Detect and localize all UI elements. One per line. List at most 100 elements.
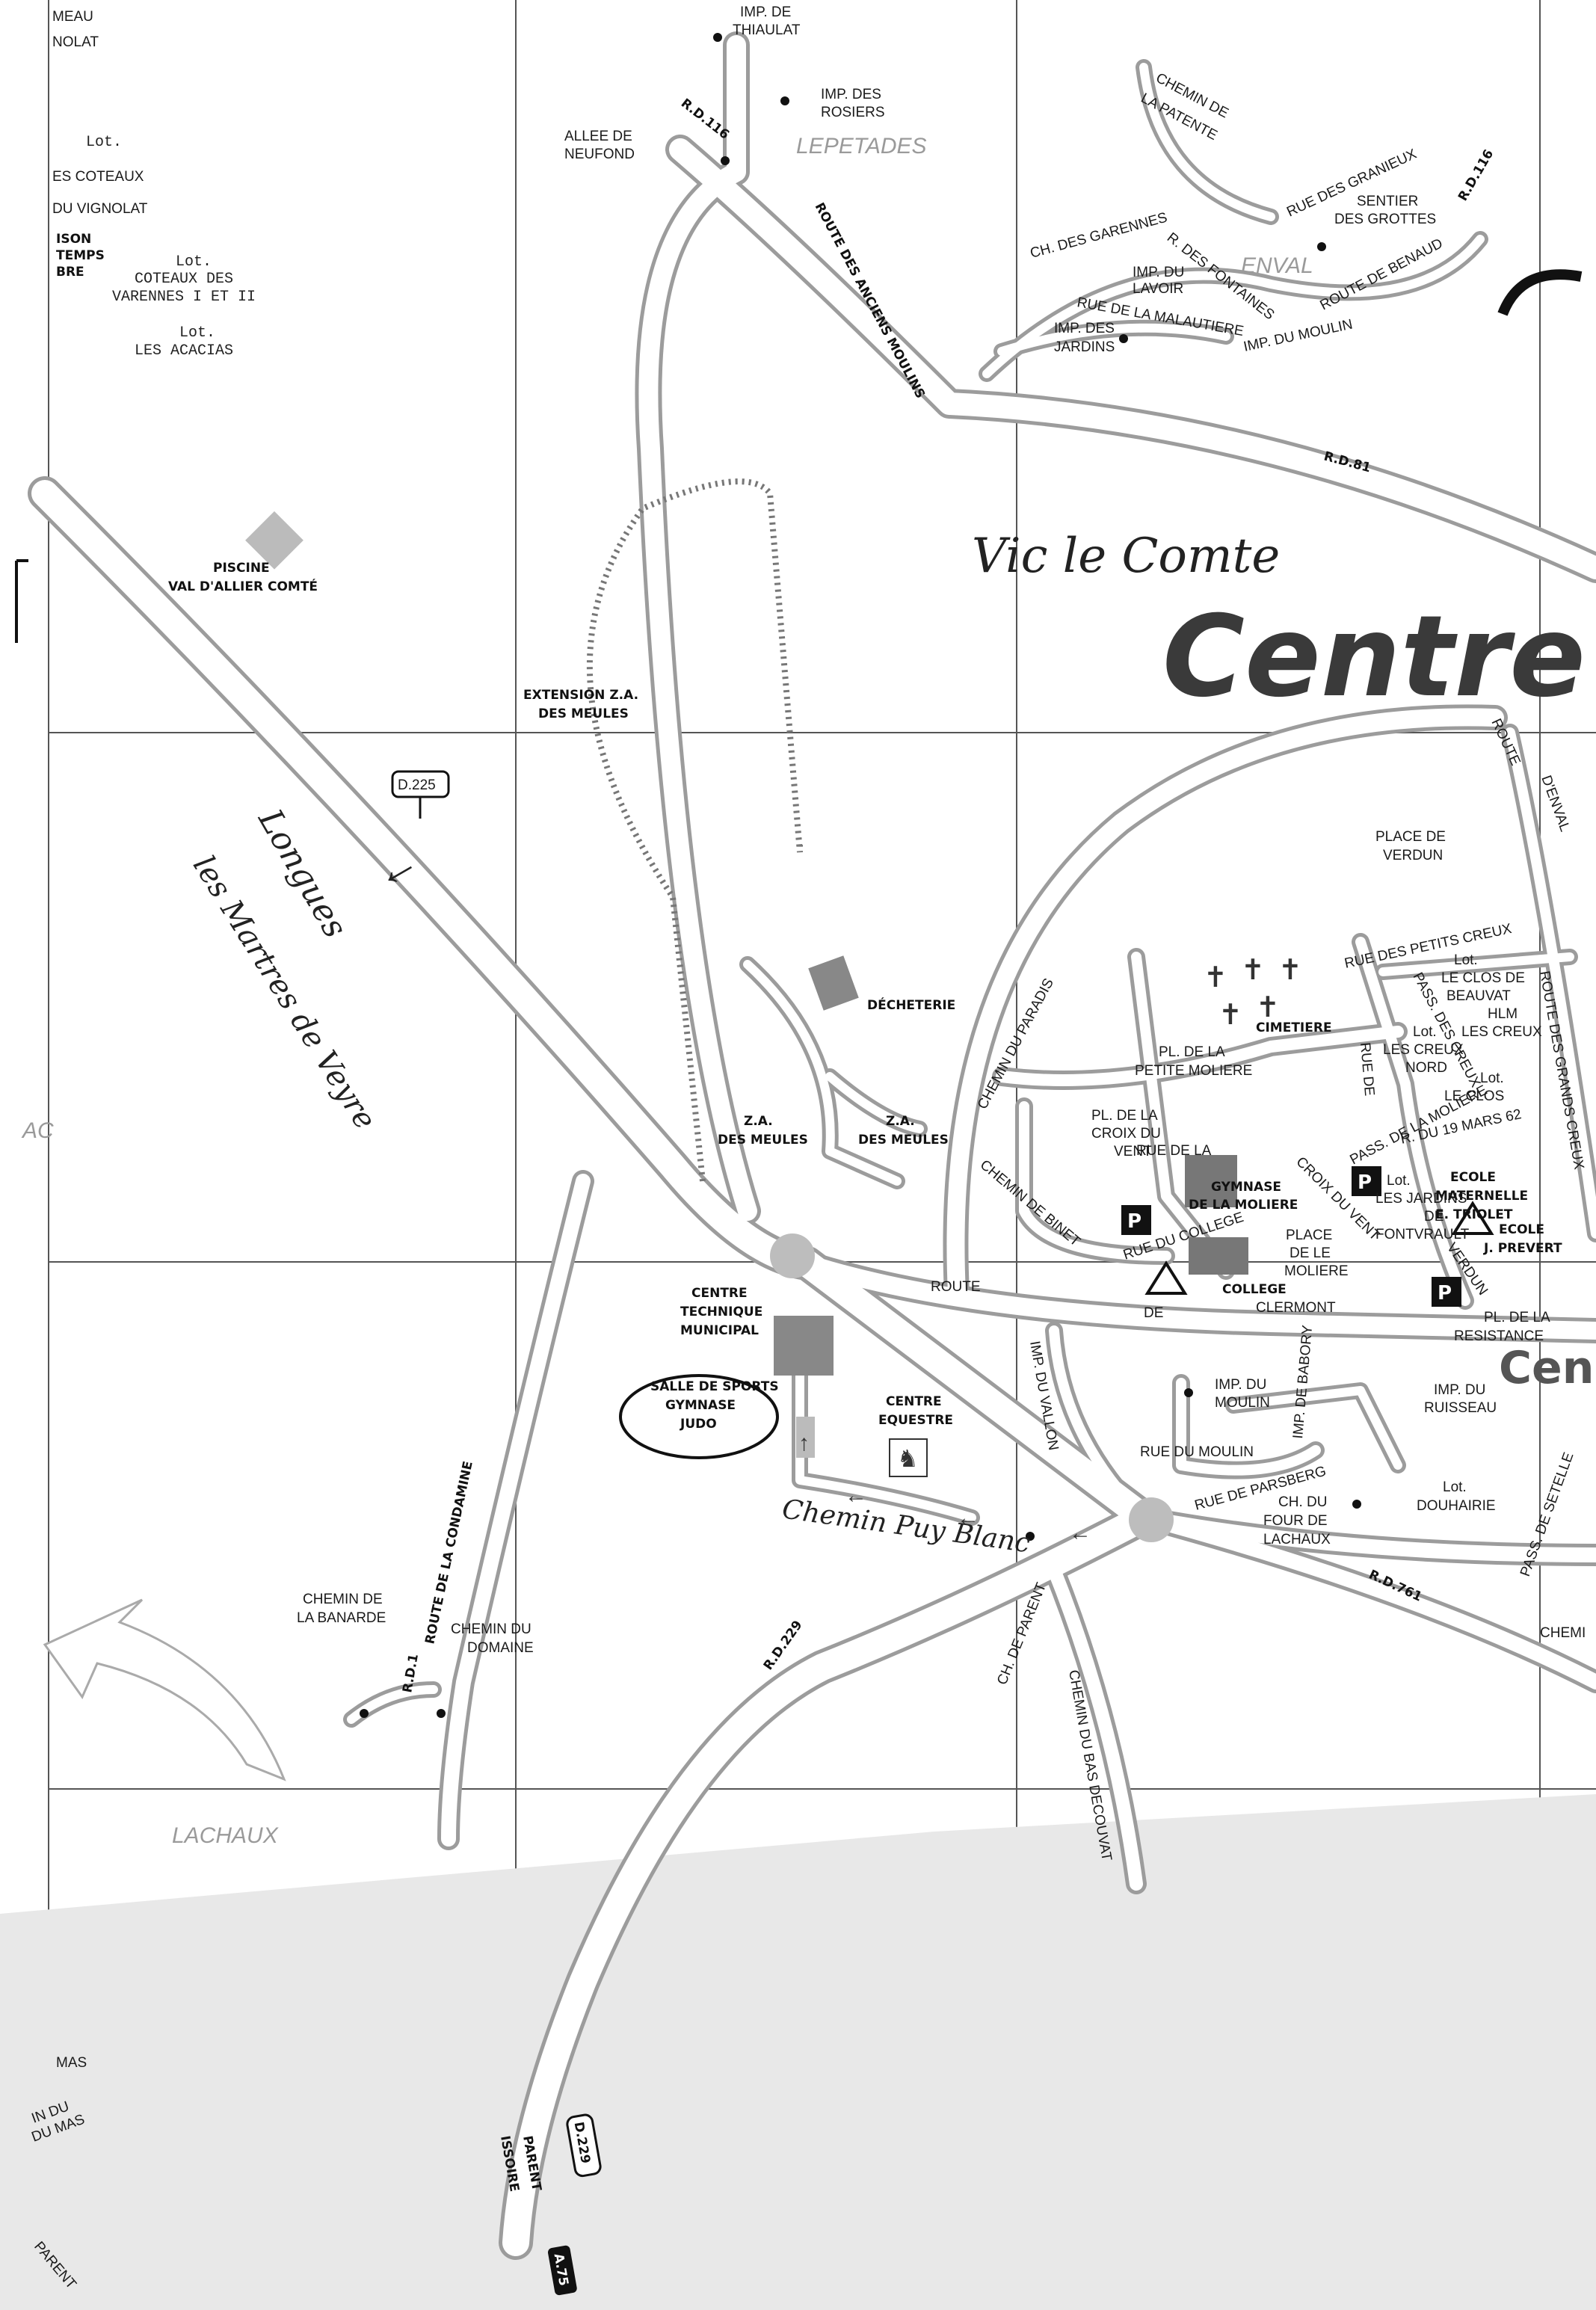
- svg-text:MATERNELLE: MATERNELLE: [1435, 1189, 1528, 1204]
- svg-text:DES GROTTES: DES GROTTES: [1334, 212, 1436, 227]
- svg-text:DE: DE: [1144, 1305, 1163, 1321]
- d229-shield: D.229: [566, 2113, 602, 2178]
- svg-text:✝: ✝: [1256, 992, 1280, 1023]
- svg-text:Lot.: Lot.: [1480, 1071, 1504, 1086]
- svg-text:Lot.: Lot.: [86, 134, 122, 151]
- svg-text:VARENNES I ET II: VARENNES I ET II: [112, 289, 256, 306]
- svg-text:COLLEGE: COLLEGE: [1222, 1282, 1287, 1297]
- svg-text:DOUHAIRIE: DOUHAIRIE: [1417, 1498, 1496, 1514]
- svg-text:ALLEE DE: ALLEE DE: [564, 129, 632, 144]
- svg-text:RESISTANCE: RESISTANCE: [1454, 1328, 1544, 1344]
- salle-sports-marker: [796, 1417, 815, 1458]
- svg-text:←: ←: [1069, 1521, 1091, 1545]
- svg-text:PL. DE LA: PL. DE LA: [1091, 1108, 1158, 1124]
- edge-arc: [1497, 269, 1583, 316]
- svg-text:NEUFOND: NEUFOND: [564, 147, 635, 162]
- svg-text:DOMAINE: DOMAINE: [467, 1640, 534, 1656]
- svg-text:LES ACACIAS: LES ACACIAS: [135, 342, 233, 360]
- svg-text:CHEMI: CHEMI: [1540, 1625, 1586, 1641]
- svg-text:CENTRE: CENTRE: [886, 1394, 942, 1409]
- svg-text:✝: ✝: [1204, 962, 1227, 994]
- svg-text:Lot.: Lot.: [1443, 1479, 1467, 1495]
- svg-text:RUE DE LA: RUE DE LA: [1136, 1143, 1212, 1159]
- area-lachaux: LACHAUX: [172, 1823, 279, 1848]
- svg-text:LA BANARDE: LA BANARDE: [297, 1610, 386, 1626]
- svg-text:Lot.: Lot.: [1454, 952, 1478, 968]
- svg-text:DE: DE: [1424, 1209, 1444, 1225]
- svg-text:DE LE: DE LE: [1290, 1245, 1331, 1261]
- parking-sign: P P P: [1121, 1166, 1461, 1307]
- svg-text:IMP. DES: IMP. DES: [1054, 321, 1115, 336]
- piscine-building: [245, 511, 304, 570]
- svg-text:CH. DU: CH. DU: [1278, 1494, 1327, 1510]
- svg-text:CHEMIN DU: CHEMIN DU: [451, 1621, 532, 1637]
- svg-text:EXTENSION Z.A.: EXTENSION Z.A.: [523, 688, 638, 703]
- direction-big-arrow-icon: [43, 1598, 286, 1781]
- svg-text:PL. DE LA: PL. DE LA: [1484, 1310, 1550, 1325]
- svg-text:✝: ✝: [1241, 955, 1265, 986]
- svg-text:DES MEULES: DES MEULES: [538, 706, 629, 721]
- svg-text:IMP. DU: IMP. DU: [1215, 1377, 1266, 1393]
- svg-text:IMP. DU: IMP. DU: [1434, 1382, 1485, 1398]
- svg-text:FONTVRAULT: FONTVRAULT: [1375, 1227, 1470, 1242]
- svg-text:LACHAUX: LACHAUX: [1263, 1532, 1331, 1547]
- svg-text:IMP. DU: IMP. DU: [1133, 265, 1184, 280]
- svg-text:P: P: [1358, 1171, 1372, 1194]
- decheterie-building: [808, 955, 859, 1011]
- handwritten-martres: les Martres de Veyre: [186, 850, 383, 1136]
- centre-technique-building: [774, 1316, 834, 1376]
- svg-text:CROIX DU: CROIX DU: [1091, 1126, 1161, 1142]
- svg-text:CHEMIN DE: CHEMIN DE: [303, 1592, 383, 1607]
- extension-zone-boundary: [586, 478, 803, 1182]
- svg-text:RUE DE: RUE DE: [1357, 1042, 1377, 1097]
- svg-text:←: ←: [957, 1506, 979, 1530]
- svg-text:CH. DES GARENNES: CH. DES GARENNES: [1029, 210, 1169, 262]
- svg-text:SALLE DE SPORTS: SALLE DE SPORTS: [650, 1379, 779, 1394]
- svg-text:IMP. DE: IMP. DE: [740, 4, 791, 20]
- svg-text:IMP. DU MOULIN: IMP. DU MOULIN: [1242, 316, 1355, 354]
- svg-text:LES JARDINS: LES JARDINS: [1375, 1191, 1467, 1207]
- svg-text:MOULIN: MOULIN: [1215, 1395, 1270, 1411]
- svg-text:SENTIER: SENTIER: [1357, 194, 1418, 209]
- school-warning-icon: [1144, 1201, 1494, 1295]
- svg-text:PL. DE LA: PL. DE LA: [1159, 1044, 1225, 1060]
- svg-text:DES MEULES: DES MEULES: [858, 1133, 949, 1148]
- svg-text:LE CLOS DE: LE CLOS DE: [1441, 970, 1525, 986]
- location-dot: [360, 33, 1361, 1718]
- salle-sports-circle: [619, 1374, 779, 1459]
- svg-text:NOLAT: NOLAT: [52, 34, 99, 50]
- svg-text:BEAUVAT: BEAUVAT: [1446, 988, 1511, 1004]
- svg-text:TECHNIQUE: TECHNIQUE: [680, 1305, 762, 1319]
- svg-text:✝: ✝: [1278, 955, 1302, 986]
- svg-text:COTEAUX DES: COTEAUX DES: [135, 271, 233, 288]
- svg-text:NORD: NORD: [1405, 1060, 1447, 1076]
- horse-icon: [889, 1438, 928, 1477]
- svg-text:IMP. DE BABORY: IMP. DE BABORY: [1290, 1324, 1316, 1439]
- svg-text:DE LA MOLIERE: DE LA MOLIERE: [1189, 1198, 1298, 1213]
- svg-text:CLERMONT: CLERMONT: [1256, 1300, 1336, 1316]
- a75-shield: A.75: [547, 2245, 577, 2296]
- cemetery-cross-icon: ✝✝✝ ✝✝: [1204, 955, 1302, 1031]
- svg-text:ECOLE: ECOLE: [1499, 1222, 1544, 1237]
- svg-text:FOUR DE: FOUR DE: [1263, 1513, 1328, 1529]
- svg-text:J. PREVERT: J. PREVERT: [1483, 1241, 1562, 1256]
- d225-shield: D.225: [391, 770, 450, 819]
- roundabout-south: [1129, 1497, 1174, 1542]
- handwritten-town: Vic le Comte: [972, 529, 1280, 584]
- svg-text:DÉCHETERIE: DÉCHETERIE: [867, 997, 955, 1013]
- area-lepetades: LEPETADES: [796, 134, 927, 158]
- svg-text:THIAULAT: THIAULAT: [733, 22, 801, 38]
- svg-text:RUISSEAU: RUISSEAU: [1424, 1400, 1497, 1416]
- svg-text:GYMNASE: GYMNASE: [665, 1398, 736, 1413]
- college-building: [1189, 1237, 1248, 1275]
- svg-text:ECOLE: ECOLE: [1450, 1170, 1496, 1185]
- svg-text:P: P: [1127, 1210, 1141, 1233]
- svg-text:HLM: HLM: [1488, 1006, 1518, 1022]
- svg-text:PLACE DE: PLACE DE: [1375, 829, 1446, 845]
- svg-text:RUE DU MOULIN: RUE DU MOULIN: [1140, 1444, 1254, 1460]
- svg-text:TEMPS: TEMPS: [56, 248, 105, 263]
- centre-title: Centre: [1162, 592, 1586, 722]
- svg-text:VAL D'ALLIER COMTÉ: VAL D'ALLIER COMTÉ: [168, 578, 318, 594]
- gymnase-building: [1185, 1155, 1237, 1207]
